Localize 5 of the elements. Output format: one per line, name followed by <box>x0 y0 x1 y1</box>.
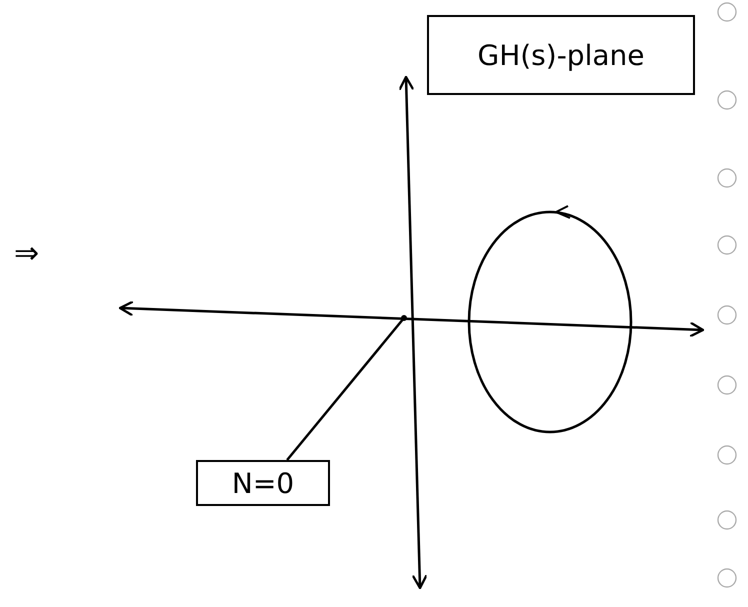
encirclement-count-box: N=0 <box>196 460 330 506</box>
implies-symbol: ⇒ <box>14 236 40 271</box>
origin-point <box>401 315 407 321</box>
leader-line <box>286 317 405 461</box>
plane-label-box: GH(s)-plane <box>427 15 695 95</box>
